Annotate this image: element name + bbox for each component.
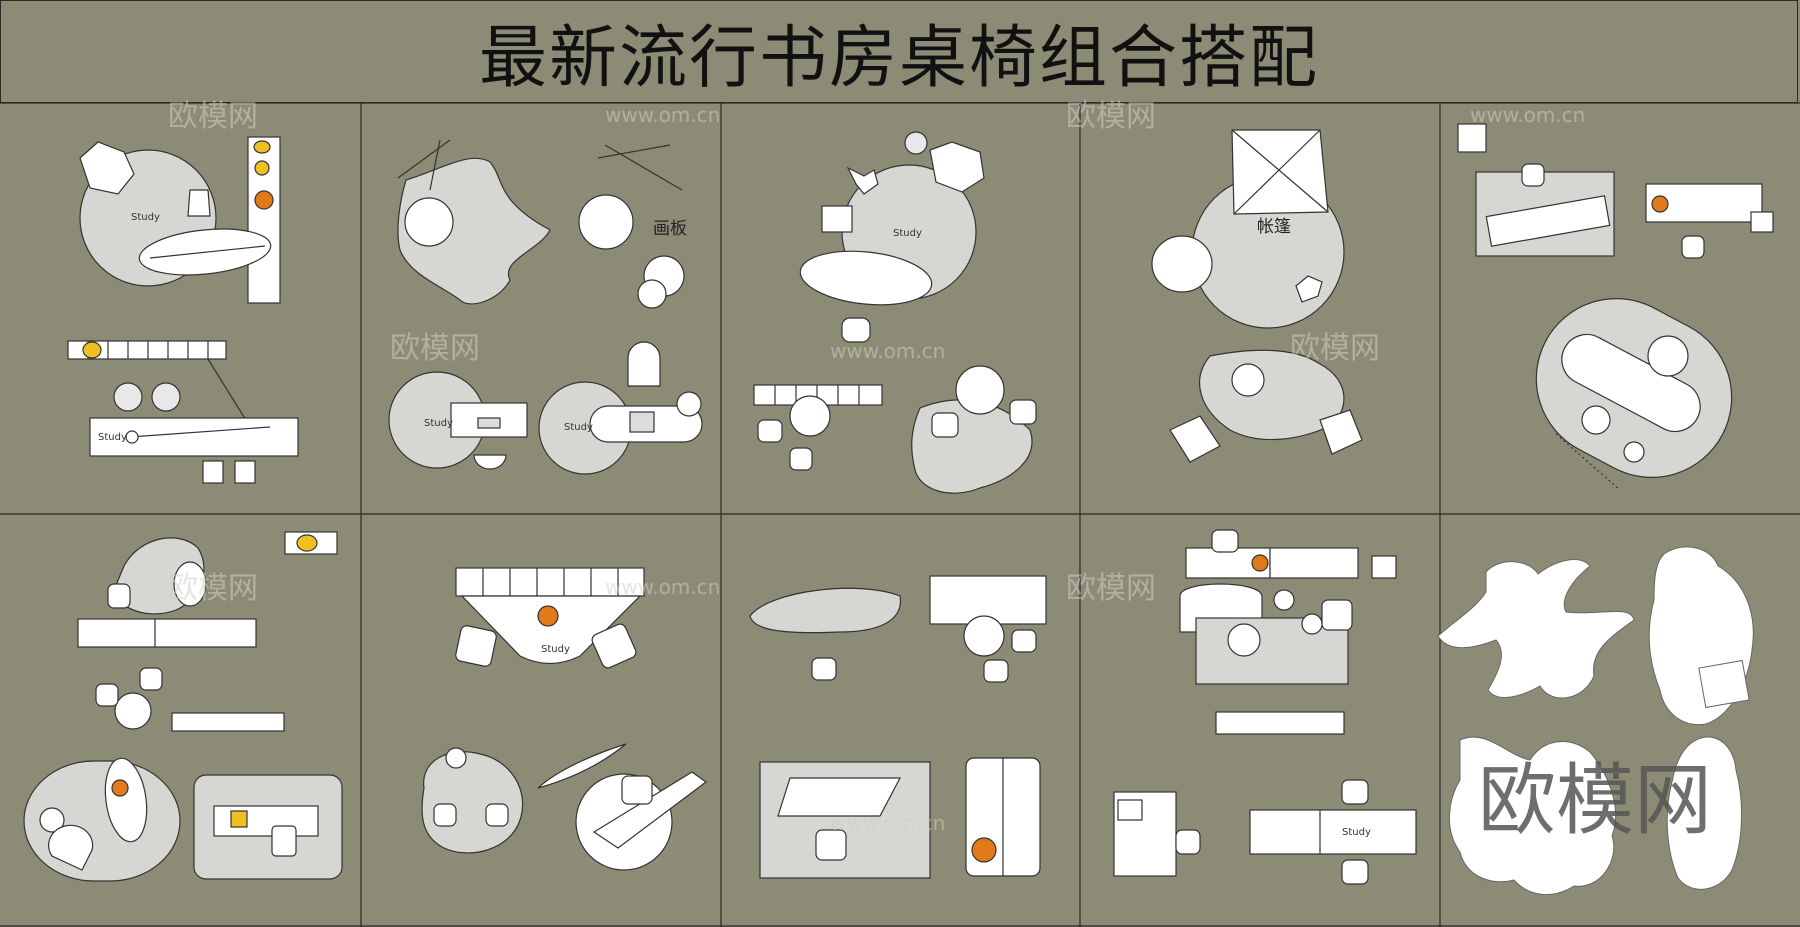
watermark-cn: 欧模网 [390, 331, 480, 366]
cell-6-study-set [23, 531, 343, 882]
watermark-cn: 欧模网 [1066, 571, 1156, 606]
brand-logo: 欧模网 [1478, 756, 1713, 846]
stone-table [749, 587, 901, 634]
grid-lines [0, 102, 1800, 927]
cell-8-study-set [749, 575, 1047, 879]
watermark-url: www.om.cn [605, 575, 720, 599]
watermark-url: www.om.cn [830, 811, 945, 835]
chair [187, 189, 211, 217]
cell-4-study-set [1151, 129, 1363, 463]
watermark-url: www.om.cn [830, 339, 945, 363]
label-tent: 帐篷 [1257, 217, 1291, 237]
desk [777, 777, 901, 817]
label-study: Study [98, 432, 127, 443]
tv-cabinet [1215, 711, 1345, 735]
sheepskin-rug [1666, 736, 1743, 890]
cell-5-study-set [1457, 123, 1774, 491]
leaf-desk [799, 250, 933, 306]
round-table [578, 194, 634, 250]
lounge-chair [79, 141, 135, 195]
label-study: Study [131, 212, 160, 223]
desk [213, 805, 319, 837]
cowhide-rug [1448, 736, 1616, 896]
bear-hide-rug [1437, 559, 1635, 699]
desk [89, 417, 299, 457]
watermark-cn: 欧模网 [1066, 99, 1156, 134]
desk [1249, 809, 1417, 855]
cell-7-study-set [421, 567, 708, 871]
round-table [955, 365, 1005, 415]
curved-desk [460, 595, 642, 665]
watermark-url: www.om.cn [1470, 103, 1585, 127]
label-study: Study [893, 228, 922, 239]
page-title: 最新流行书房桌椅组合搭配 [478, 19, 1319, 98]
watermark-cn: 欧模网 [168, 99, 258, 134]
cell-3-study-set [753, 131, 1037, 494]
label-study: Study [541, 644, 570, 655]
cell-10-hide-rugs [1437, 546, 1754, 896]
cell-9-study-set [1113, 529, 1417, 885]
hide-rug [397, 157, 551, 305]
label-study: Study [1342, 827, 1371, 838]
watermark-url: www.om.cn [605, 103, 720, 127]
cell-2-study-set [388, 139, 703, 475]
watermark-layer: 欧模网 www.om.cn 欧模网 www.om.cn 欧模网 www.om.c… [168, 99, 1585, 835]
shelf-unit [455, 567, 645, 597]
watermark-cn: 欧模网 [1290, 331, 1380, 366]
label-easel: 画板 [653, 219, 687, 239]
oval-desk [1561, 333, 1701, 433]
watermark-cn: 欧模网 [168, 571, 258, 606]
cell-1-study-set [67, 136, 299, 484]
label-study: Study [564, 422, 593, 433]
desk [77, 618, 257, 648]
label-study: Study [424, 418, 453, 429]
desk [1485, 195, 1611, 247]
lounge-chair [929, 141, 985, 193]
